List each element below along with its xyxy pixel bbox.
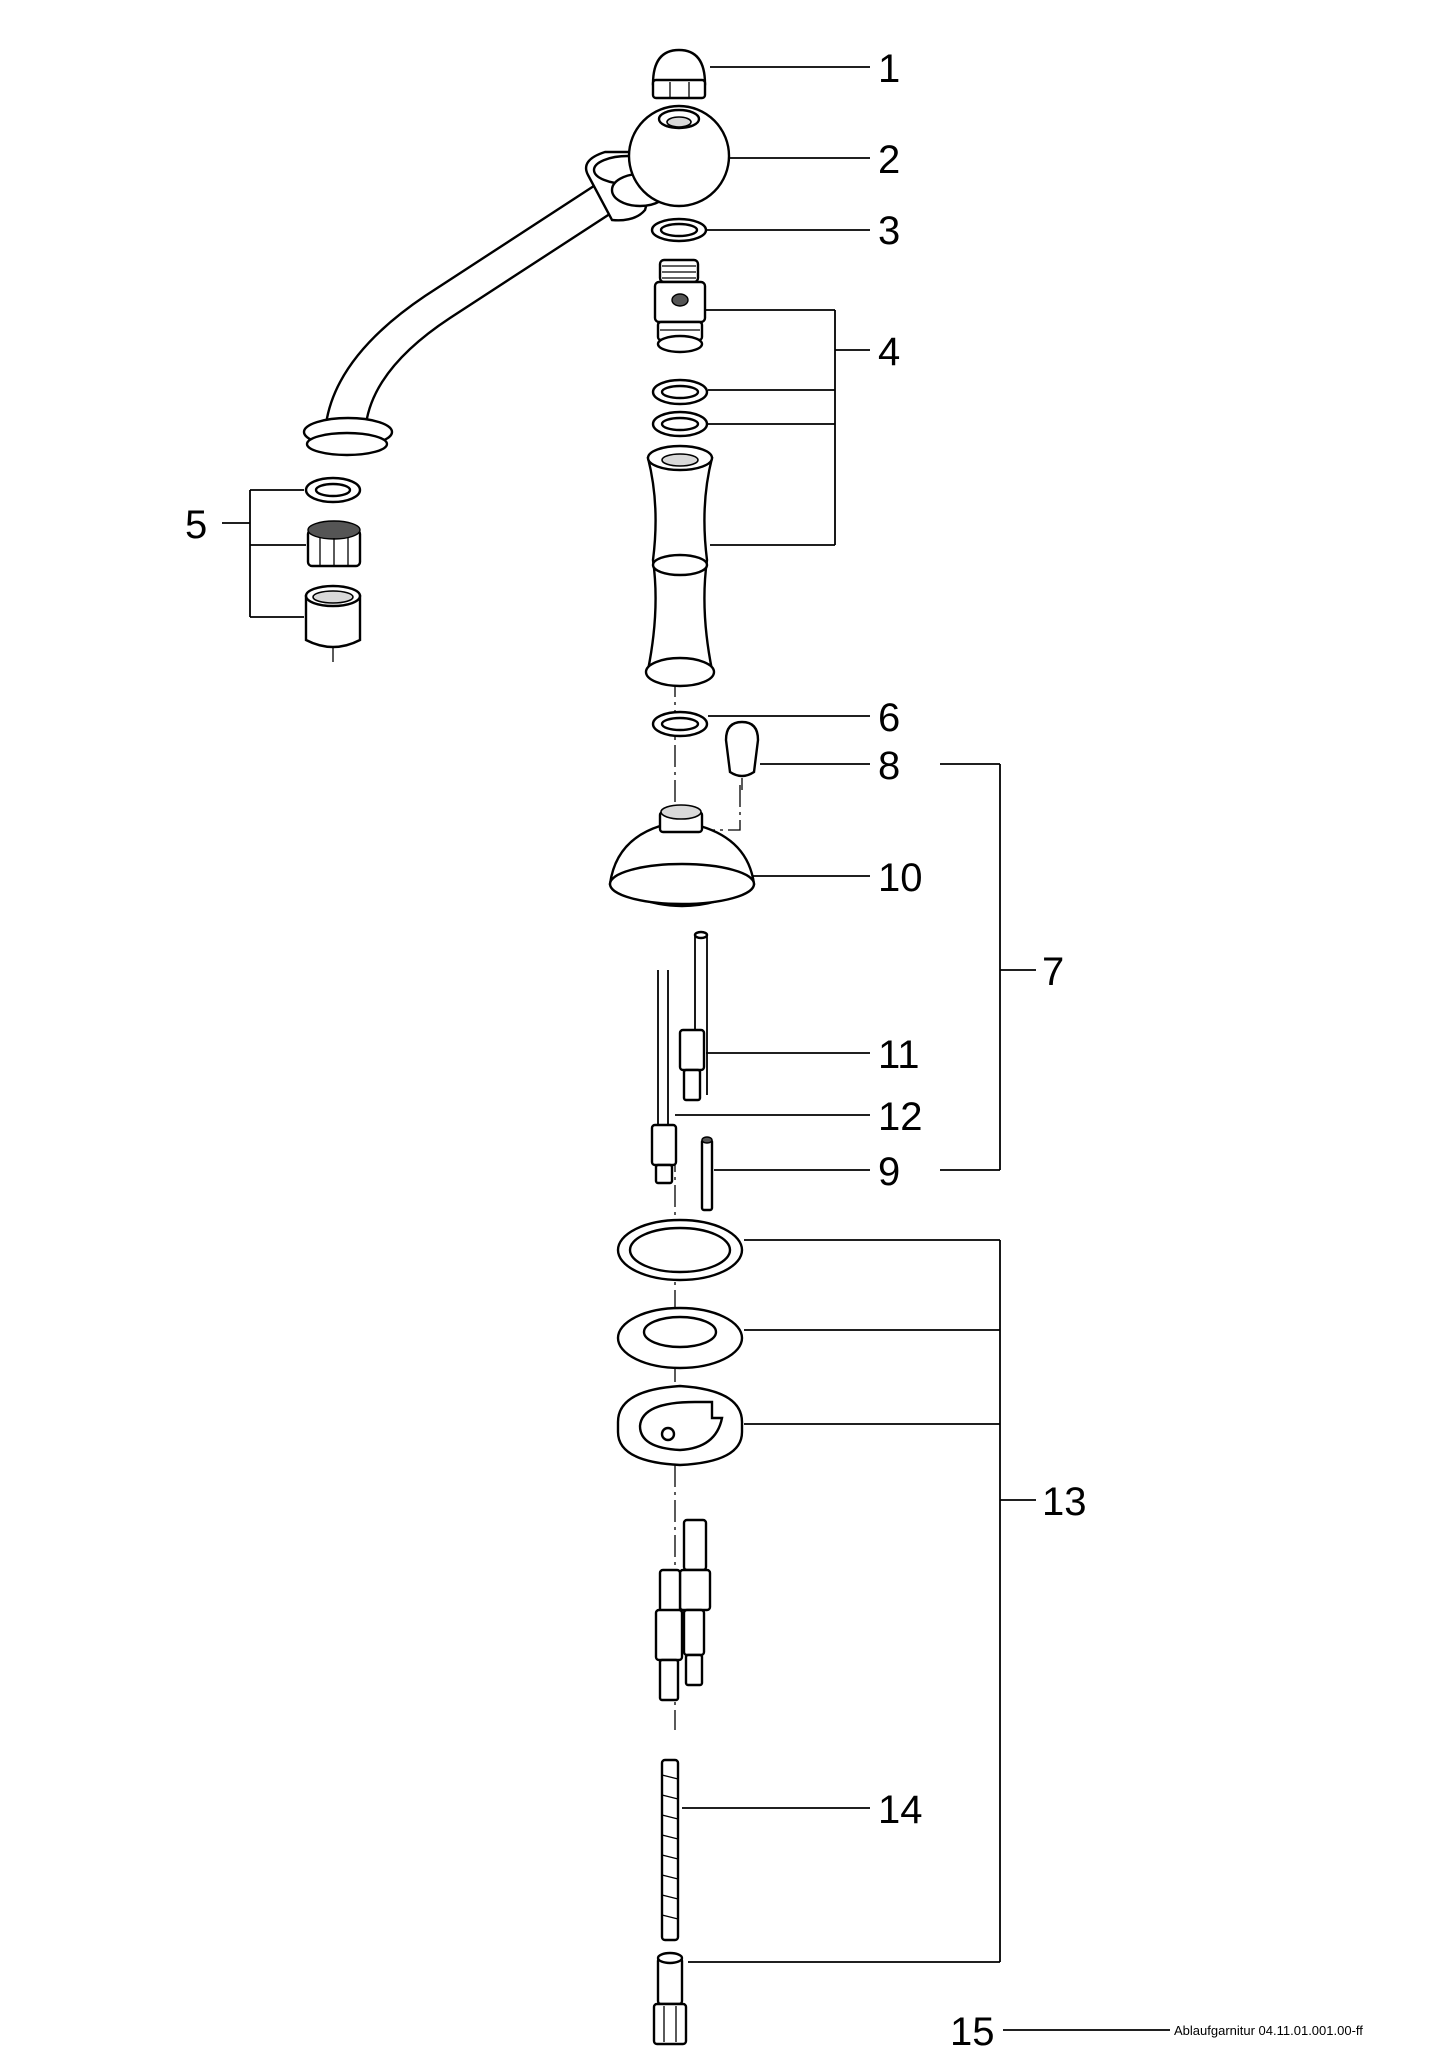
callout-9: 9: [878, 1150, 900, 1194]
callout-2: 2: [878, 138, 900, 182]
leader-lines: [222, 66, 1170, 2031]
part-pin-9: [700, 1136, 714, 1212]
callout-labels: 1 2 3 4 5 6 7 8 9 10 11 12 13 14 15 Abla…: [185, 47, 1363, 2053]
part-aerator-housing: [304, 584, 362, 649]
callout-1: 1: [878, 47, 900, 91]
part-ring-large: [616, 1218, 744, 1282]
part-cap-nut: [651, 48, 707, 100]
callout-6: 6: [878, 696, 900, 740]
part-rod-12: [650, 970, 678, 1185]
callout-3: 3: [878, 209, 900, 253]
part-column-body: [644, 444, 716, 688]
part-slotted-plate: [616, 1384, 744, 1467]
callout-8: 8: [878, 744, 900, 788]
part-lower-fittings: [654, 1518, 712, 1702]
part-lever-knob: [724, 720, 760, 790]
part-base-rosette: [608, 804, 756, 908]
part-o-ring-3: [650, 217, 708, 243]
part-hex-fitting: [652, 1951, 688, 2046]
callout-12: 12: [878, 1095, 923, 1139]
callout-11: 11: [878, 1033, 920, 1077]
part-threaded-rod-11: [678, 930, 709, 1102]
part-threaded-rod-14: [660, 1758, 680, 1942]
part-o-ring-4b: [651, 410, 709, 438]
callout-15: 15: [950, 2010, 995, 2048]
part-aerator-insert: [306, 520, 362, 568]
part-washer-flat: [616, 1306, 744, 1370]
callout-14: 14: [878, 1788, 923, 1832]
callout-10: 10: [878, 856, 923, 900]
part-o-ring-4a: [651, 378, 709, 406]
footer-part-reference: Ablaufgarnitur 04.11.01.001.00-ff: [1174, 2023, 1363, 2038]
part-o-ring-6: [651, 710, 709, 738]
callout-5: 5: [185, 503, 207, 547]
part-aerator-washer: [304, 476, 362, 504]
callout-4: 4: [878, 330, 900, 374]
callout-13: 13: [1042, 1480, 1087, 1524]
part-spout-ball-joint: [302, 104, 731, 457]
part-valve-cartridge: [653, 258, 707, 354]
callout-7: 7: [1042, 950, 1064, 994]
